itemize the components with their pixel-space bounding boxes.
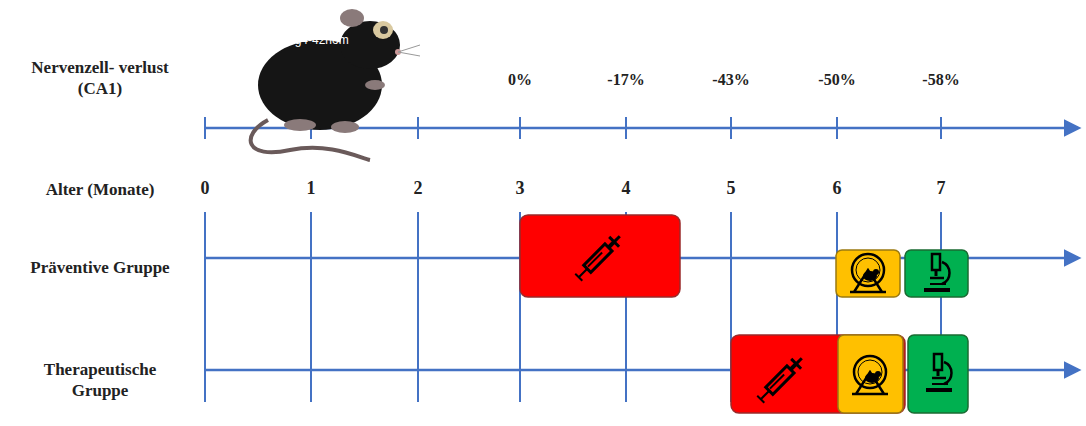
axis-tick xyxy=(519,117,521,139)
age-number: 6 xyxy=(833,177,842,200)
behavior-box xyxy=(838,335,903,413)
age-number: 0 xyxy=(201,177,210,200)
age-number: 1 xyxy=(307,177,316,200)
behavior-box xyxy=(836,250,900,297)
histology-box xyxy=(908,335,968,413)
axis-tick xyxy=(730,117,732,139)
histology-box xyxy=(905,250,968,297)
strain-label: Tg4-42hom xyxy=(287,33,348,48)
age-number: 4 xyxy=(622,177,631,200)
loss-value: -43% xyxy=(712,70,749,90)
loss-value: -17% xyxy=(607,70,644,90)
mouse-illustration xyxy=(251,9,420,160)
row-label: Nervenzell- verlust (CA1) xyxy=(25,57,175,100)
axis-tick xyxy=(417,117,419,139)
row-label: Präventive Gruppe xyxy=(25,257,175,278)
row-label: Alter (Monate) xyxy=(25,179,175,200)
age-number: 2 xyxy=(414,177,423,200)
axis-tick xyxy=(204,117,206,139)
age-number: 3 xyxy=(516,177,525,200)
loss-value: -58% xyxy=(922,70,959,90)
loss-value: 0% xyxy=(508,70,532,90)
grid-line xyxy=(310,212,312,402)
age-number: 7 xyxy=(937,177,946,200)
age-number: 5 xyxy=(727,177,736,200)
axis-tick xyxy=(836,117,838,139)
grid-line xyxy=(204,212,206,402)
loss-value: -50% xyxy=(818,70,855,90)
injection-bar xyxy=(731,335,905,413)
row-label: Therapeutische Gruppe xyxy=(15,359,185,402)
grid-line xyxy=(417,212,419,402)
axis-tick xyxy=(625,117,627,139)
axis-tick xyxy=(940,117,942,139)
injection-bar xyxy=(520,215,680,297)
